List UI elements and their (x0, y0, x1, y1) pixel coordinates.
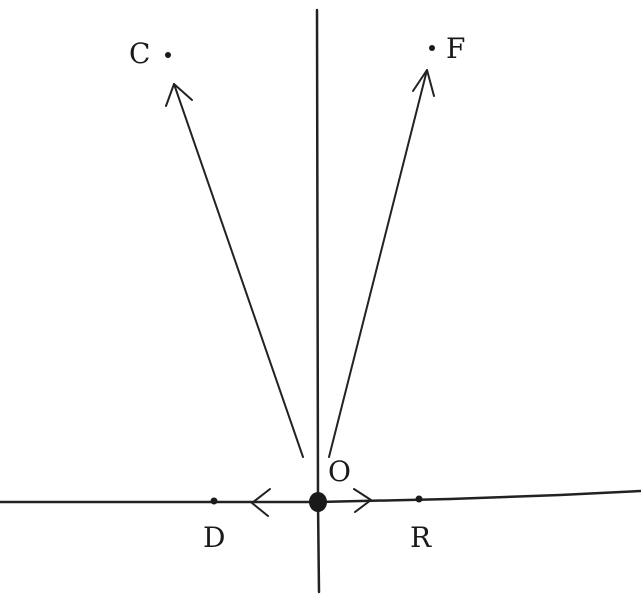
arrow-head-c (165, 83, 193, 107)
arrow-to-c (173, 83, 304, 458)
label-r: R (410, 521, 432, 554)
point-f (429, 45, 435, 51)
label-c: C (129, 37, 150, 70)
label-f: F (446, 32, 465, 65)
arrow-head-right (353, 488, 372, 513)
point-r (415, 495, 423, 503)
label-d: D (203, 521, 225, 554)
point-c (165, 52, 171, 58)
point-o (309, 492, 327, 512)
arrow-head-left (251, 488, 271, 517)
point-d (210, 497, 218, 505)
label-o: O (328, 455, 351, 488)
arrow-head-f (412, 69, 435, 97)
arrow-to-f (328, 69, 428, 458)
